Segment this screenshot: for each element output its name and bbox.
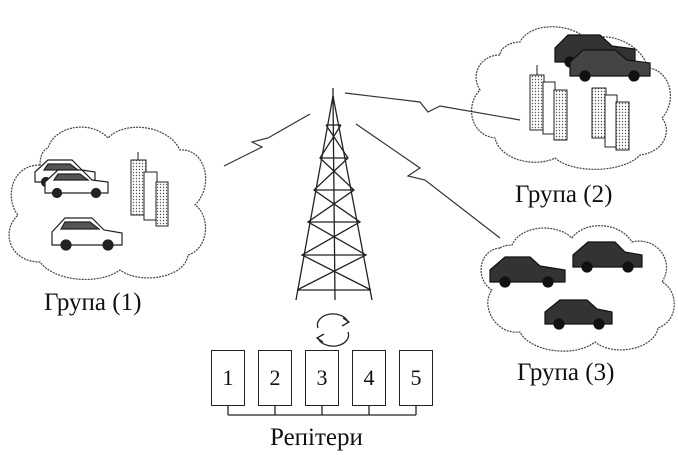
car-icon	[44, 169, 109, 199]
buildings-icon	[529, 65, 630, 151]
radio-links	[223, 92, 521, 239]
repeater-box-3: 3	[305, 350, 339, 406]
radio-link-group-3	[355, 123, 501, 239]
tower-icon	[295, 88, 373, 301]
repeater-box-5: 5	[399, 350, 433, 406]
car-icon	[544, 299, 613, 330]
radio-link-group-2	[344, 92, 521, 121]
repeater-box-2: 2	[258, 350, 292, 406]
repeaters-label: Репітери	[270, 424, 363, 451]
exchange-arrows-icon	[315, 313, 351, 347]
car-icon	[572, 241, 643, 273]
group-3-label: Група (3)	[517, 359, 615, 386]
radio-link-group-1	[223, 113, 311, 167]
cloud-group-1	[8, 126, 207, 281]
group-1-label: Група (1)	[44, 289, 142, 316]
cloud-group-2	[471, 26, 671, 170]
buildings-icon	[130, 152, 169, 227]
repeater-box-1: 1	[211, 350, 245, 406]
car-icon	[489, 256, 566, 288]
car-icon	[51, 217, 123, 251]
cloud-group-3	[480, 225, 675, 352]
group-2-label: Група (2)	[515, 181, 613, 208]
car-icon	[569, 49, 651, 82]
repeater-bus	[227, 406, 417, 416]
repeater-box-4: 4	[352, 350, 386, 406]
